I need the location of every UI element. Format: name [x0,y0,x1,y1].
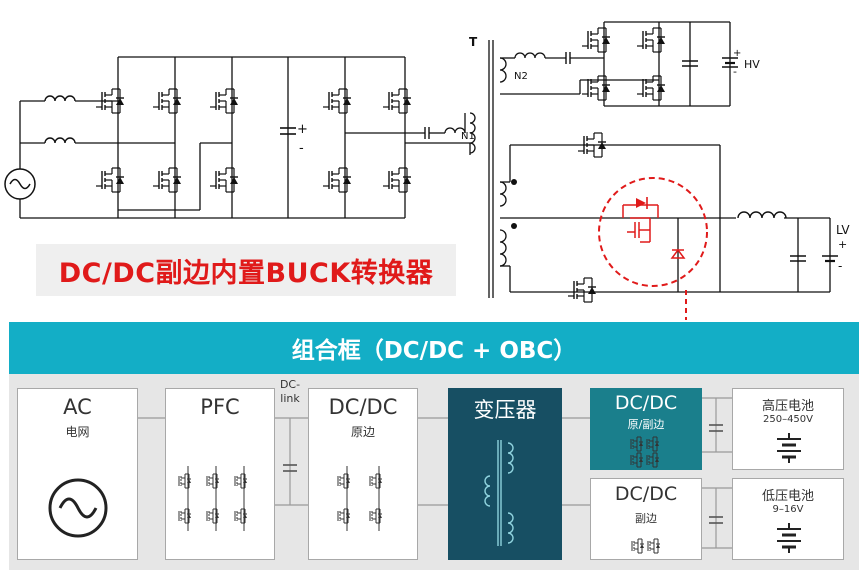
dcdc-primary-secondary-block: DC/DC 原/副边 [590,388,702,470]
ac-block-subtitle: 电网 [65,425,90,439]
ac-grid-block: AC 电网 [17,388,138,560]
svg-text:+: + [733,48,741,59]
svg-text:-: - [299,141,304,156]
block-diagram-panel [9,374,859,570]
lv-battery-title: 低压电池 [761,489,814,504]
dcdc-ps-title: DC/DC [614,392,678,414]
dc-link-capacitor-icon: + - [280,122,308,156]
input-inductor-icon [44,95,175,144]
dcdc-ps-switches-icon [630,436,660,468]
ac-sine-icon [48,478,108,538]
svg-text:N1: N1 [461,131,475,142]
svg-text:LV: LV [836,223,850,237]
dcdc-secondary-block: DC/DC 副边 [590,478,702,560]
dc-link-label: DC- link [279,378,301,405]
transformer-block-title: 变压器 [473,398,537,422]
hv-battery-block: 高压电池 250–450V [732,388,844,470]
lv-battery-voltage: 9–16V [772,504,804,515]
svg-text:HV: HV [744,58,760,71]
pfc-switches-icon [178,466,248,531]
lv-battery-icon [777,523,801,553]
circuit-schematic: + - N1 T N2 + - HV [4,21,850,320]
svg-text:-: - [733,65,737,78]
lv-battery-block: 低压电池 9–16V [732,478,844,560]
dcdc-secondary-title: DC/DC [614,483,678,505]
buck-highlight [598,177,708,320]
hv-battery-voltage: 250–450V [762,414,813,425]
dcdc-primary-subtitle: 原边 [350,425,375,439]
svg-text:N2: N2 [514,71,528,82]
pfc-block-title: PFC [200,395,240,419]
hv-battery-icon [777,433,801,463]
dcdc-secondary-subtitle: 副边 [635,512,657,525]
dcdc-secondary-switches-icon [631,538,661,554]
dcdc-primary-title: DC/DC [328,395,398,419]
dcdc-primary-switches-icon [337,466,383,531]
transformer-block: 变压器 [448,388,562,560]
banner-title: 组合框（DC/DC + OBC） [9,322,859,374]
svg-text:-: - [838,259,842,273]
svg-text:+: + [297,122,308,137]
ac-source-icon [4,100,45,218]
hv-battery-title: 高压电池 [761,399,814,414]
svg-text:T: T [469,35,478,49]
dcdc-ps-subtitle: 原/副边 [627,418,665,431]
diagram-title: DC/DC副边内置BUCK转换器 [58,257,434,289]
ac-block-title: AC [63,395,92,419]
dcdc-primary-block: DC/DC 原边 [308,388,418,560]
svg-text:+: + [838,238,847,251]
transformer-coil-icon [484,440,514,546]
pfc-block: PFC [165,388,275,560]
title-box: DC/DC副边内置BUCK转换器 [36,244,456,296]
